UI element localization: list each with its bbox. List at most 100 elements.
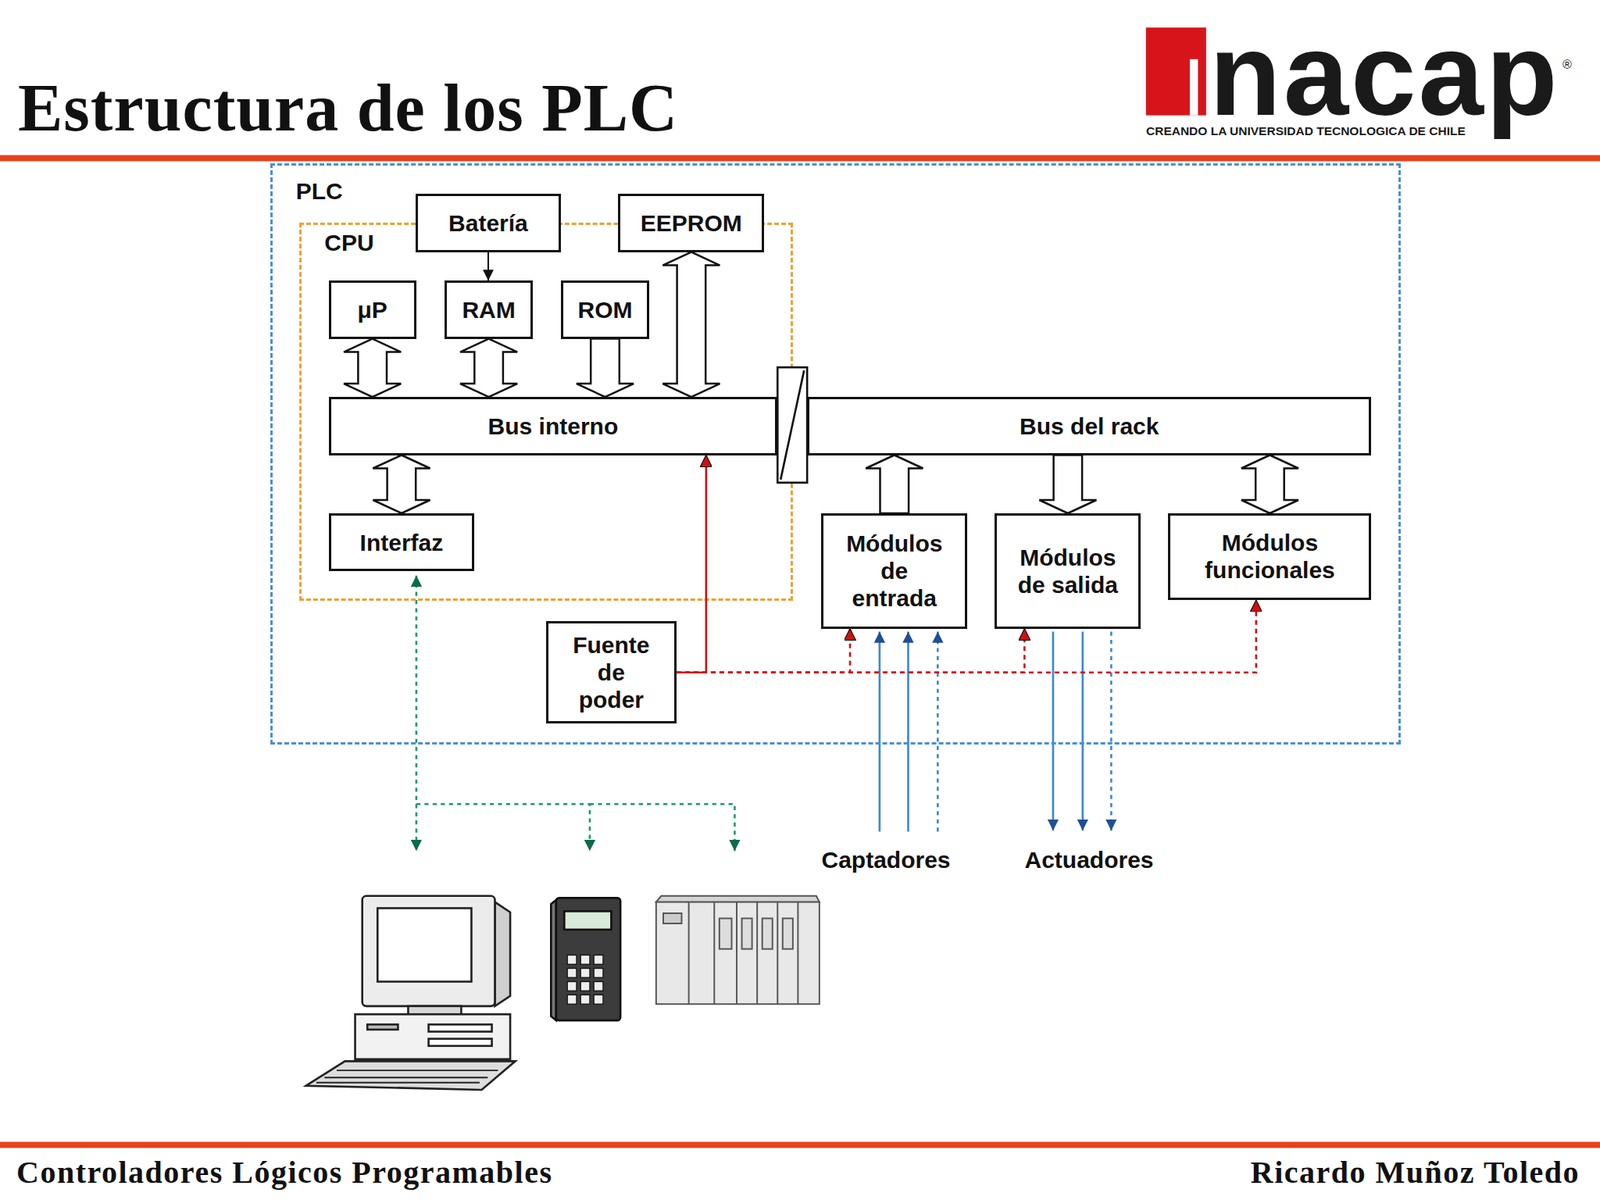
module-box: Módulos de salida: [994, 513, 1141, 629]
computer-illustration-part: [428, 1039, 493, 1047]
handheld-illustration-part: [564, 910, 611, 930]
node-label: Interfaz: [360, 528, 444, 557]
computer-illustration-part: [306, 1060, 516, 1090]
handheld-illustration-part: [593, 994, 604, 1004]
node-label: Módulos de salida: [1013, 543, 1123, 599]
node-label: Módulos funcionales: [1175, 528, 1364, 584]
node-label: Bus del rack: [1019, 412, 1159, 440]
bus-arrow: [1039, 455, 1097, 515]
sensor-wires-part: [936, 631, 940, 832]
sensor-wires: [879, 631, 938, 832]
node-label: Batería: [448, 209, 529, 237]
bus-separator-part: [777, 367, 808, 483]
memory-box: RAM: [444, 280, 533, 339]
bus-separator: [777, 367, 808, 483]
handheld-illustration-part: [580, 955, 590, 965]
battery-box: Batería: [415, 193, 562, 252]
handheld-illustration-part: [567, 968, 577, 979]
bus-arrow: [343, 339, 401, 398]
handheld-illustration-part: [580, 994, 590, 1004]
page-title: Estructura de los PLC: [17, 74, 679, 142]
node-label: ROM: [578, 296, 633, 324]
bus-bar: Bus interno: [328, 396, 779, 455]
header-rule-part: [0, 155, 1600, 162]
handheld-illustration-part: [593, 981, 604, 991]
node-label: Bus interno: [488, 412, 619, 440]
header-rule: [0, 155, 1600, 162]
sensor-wires-part: [907, 631, 910, 832]
actuator-wires: [1053, 631, 1111, 831]
computer-illustration-part: [316, 1070, 498, 1083]
plc-rack-illustration-part: [689, 902, 799, 1005]
footer-course: Controladores Lógicos Programables: [16, 1157, 554, 1189]
actuator-wires-part: [1052, 631, 1055, 831]
sensor-wires-part: [878, 631, 882, 832]
power-line-dashed: [676, 628, 1025, 673]
power-line: [676, 455, 707, 673]
registered-mark: ®: [1562, 57, 1572, 72]
memory-box: ROM: [560, 280, 649, 339]
interface-link-part: [415, 575, 418, 852]
interface-box: Interfaz: [328, 513, 475, 572]
node-label: CPU: [324, 228, 374, 257]
handheld-illustration-part: [593, 968, 604, 979]
computer-illustration: [306, 896, 516, 1090]
computer-illustration-part: [494, 902, 511, 1007]
node-label: PLC: [296, 177, 343, 205]
logo-wordmark: nacap: [1209, 15, 1561, 133]
logo-tagline: CREANDO LA UNIVERSIDAD TECNOLOGICA DE CH…: [1146, 124, 1466, 139]
bus-separator-part: [780, 370, 804, 480]
plc-boundary: PLCCPUBateríaEEPROMμPRAMROMBus internoIn…: [270, 163, 1401, 745]
plc-rack-illustration: [656, 896, 820, 1004]
node-label: μP: [357, 296, 388, 324]
computer-illustration-part: [362, 896, 496, 1007]
plc-rack-illustration-part: [782, 918, 793, 950]
handheld-illustration-part: [580, 981, 590, 991]
footer-author: Ricardo Muñoz Toledo: [1015, 1157, 1580, 1189]
plc-rack-illustration-part: [656, 902, 820, 1005]
processor-box: μP: [328, 280, 417, 339]
bus-arrow: [460, 339, 518, 398]
interface-link-part: [589, 803, 735, 851]
bus-arrow: [372, 455, 430, 515]
bus-arrow: [576, 339, 634, 398]
bus-arrow: [662, 252, 720, 398]
footer-rule-part: [0, 1142, 1600, 1149]
module-box: Módulos funcionales: [1167, 513, 1372, 600]
backup-arrow: [487, 252, 490, 282]
computer-illustration-part: [355, 1014, 511, 1059]
plc-rack-illustration-part: [762, 918, 773, 950]
plc-rack-illustration-part: [663, 913, 683, 924]
plc-rack-illustration-part: [742, 918, 753, 950]
actuator-label: Actuadores: [971, 846, 1207, 875]
interface-link: [416, 575, 736, 852]
cpu-boundary: CPUBateríaEEPROMμPRAMROMBus internoInter…: [299, 222, 793, 602]
node-label: RAM: [461, 296, 515, 324]
sensor-label: Captadores: [768, 846, 1004, 875]
interface-link-part: [416, 803, 590, 851]
plc-rack-illustration-part: [719, 918, 733, 950]
computer-illustration-part: [367, 1024, 398, 1030]
plc-rack-illustration-part: [656, 896, 820, 903]
logo-mark: [1146, 27, 1207, 115]
actuator-wires-part: [1110, 631, 1113, 831]
logo-mark-part: [1146, 27, 1207, 115]
handheld-illustration-part: [593, 955, 604, 965]
bus-bar: Bus del rack: [807, 396, 1372, 455]
node-label: Fuente de poder: [567, 631, 654, 714]
handheld-illustration-part: [567, 994, 577, 1004]
computer-illustration-part: [407, 1006, 461, 1015]
handheld-illustration-part: [567, 955, 577, 965]
power-line-dashed: [676, 600, 1257, 673]
bus-arrow: [865, 455, 923, 515]
handheld-illustration-part: [556, 897, 621, 1021]
footer-rule: [0, 1142, 1600, 1149]
handheld-illustration-part: [567, 981, 577, 991]
actuator-wires-part: [1081, 631, 1084, 831]
bus-arrow: [1241, 455, 1299, 515]
